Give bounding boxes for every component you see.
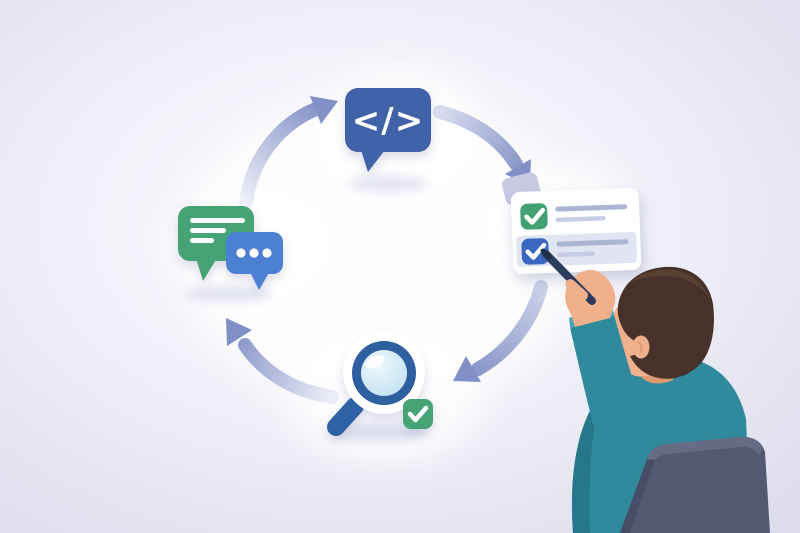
code-speech-bubble-icon: </> (345, 88, 431, 172)
checkbox-check-mark (525, 242, 547, 260)
icon-shadows (184, 176, 428, 441)
badge-check-mark (407, 405, 429, 423)
lens-highlight (365, 355, 385, 369)
pen-tip (540, 248, 552, 260)
arrow-shaft (238, 338, 339, 404)
raised-arm-sleeve (569, 307, 640, 424)
arrowhead-icon (226, 318, 252, 346)
chat-bubbles-icon (178, 206, 283, 290)
grip-finger (565, 279, 589, 301)
icon-shadow (334, 423, 426, 441)
icon-shadow (348, 176, 428, 192)
checkbox-check-mark (524, 207, 546, 225)
card-row-2 (516, 232, 638, 267)
magnifier-check-icon (327, 332, 433, 436)
code-glyph: </> (352, 101, 424, 141)
code-bubble-body (345, 88, 431, 152)
arrow-shaft (471, 280, 548, 376)
magnifier-lens (361, 350, 407, 396)
cycle-arrows (226, 96, 548, 404)
task-line-secondary (556, 251, 595, 258)
task-line-primary (555, 204, 628, 212)
card-row-1 (520, 203, 628, 230)
chat-text-line (190, 218, 245, 223)
arrow-shaft (239, 102, 323, 209)
arrow-discuss-to-code (239, 96, 338, 209)
code-bubble-tail (361, 150, 385, 172)
chair-bevel (647, 436, 762, 464)
typing-dot (262, 248, 272, 258)
person (540, 248, 770, 533)
task-line-secondary (555, 216, 606, 223)
ear-line (637, 341, 643, 353)
task-line-primary (556, 239, 629, 247)
arrowhead-icon (310, 96, 338, 124)
arrow-shaft (433, 105, 523, 171)
magnifier-handle (327, 397, 364, 436)
icon-shadow (184, 286, 272, 302)
shirt-shade (572, 396, 599, 533)
typing-dot (236, 248, 246, 258)
chat-text-line (190, 228, 226, 233)
arrow-checklist-to-inspect (453, 280, 548, 382)
checkbox-checked-green (520, 203, 548, 230)
chair-edge (620, 459, 655, 533)
cloud-blob (180, 97, 580, 407)
chat-text-line (190, 238, 214, 243)
arrow-inspect-to-discuss (226, 318, 339, 404)
arrowhead-icon (453, 356, 481, 382)
office-chair (620, 436, 770, 533)
check-badge-icon (403, 399, 433, 429)
hair-highlight (630, 269, 710, 299)
blue-bubble-tail (250, 271, 270, 290)
green-bubble-tail (196, 258, 217, 281)
typing-dot (249, 248, 259, 258)
